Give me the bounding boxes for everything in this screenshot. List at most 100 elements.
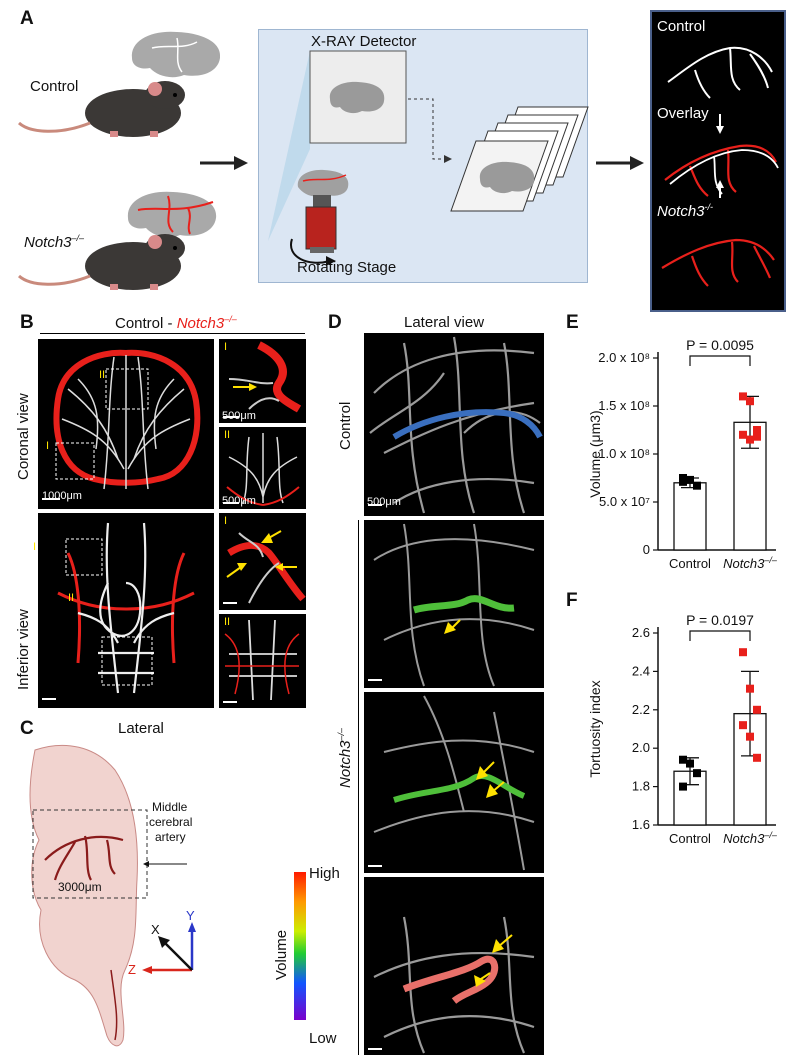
colorbar-high: High	[309, 865, 340, 882]
lateral-title: Lateral	[118, 720, 164, 737]
data-point	[753, 432, 761, 441]
data-point	[693, 769, 701, 778]
control-mouse-illustration	[17, 81, 185, 137]
y-tick-label: 2.0 x 10⁸	[598, 350, 650, 365]
notch3-label: Notch3–/–	[24, 233, 85, 251]
scale-500um: 500μm	[222, 495, 256, 507]
inferior-inset-ii-vessels	[223, 619, 300, 703]
y-tick-label: 5.0 x 10⁷	[599, 494, 650, 509]
data-point	[679, 755, 687, 764]
axis-z-label: Z	[128, 962, 136, 977]
y-tick-label: 2.2	[632, 702, 650, 717]
overlay-control-label: Control	[657, 18, 706, 35]
axis-x-label: X	[151, 922, 160, 937]
scale-3000um: 3000μm	[58, 880, 102, 894]
axis-triad-icon	[142, 922, 196, 974]
panel-c-label: C	[20, 718, 34, 739]
data-point	[686, 759, 694, 768]
control-lateral-vessels	[368, 336, 543, 514]
coronal-inset-i-vessels	[223, 341, 302, 418]
data-point	[739, 392, 747, 401]
significance-bracket	[689, 355, 751, 366]
y-axis-label: Volume (μm3)	[587, 410, 603, 497]
y-tick-label: 1.5 x 10⁸	[598, 398, 650, 413]
y-tick-label: 0	[643, 542, 650, 557]
panel-b-header: Control - Notch3–/–	[115, 314, 237, 332]
inset-ii-marker: II	[224, 429, 231, 441]
inset-ii-marker: II	[68, 592, 75, 604]
control-label: Control	[30, 78, 79, 95]
notch3-lateral-vessels-1	[368, 523, 535, 687]
control-lateral-image	[364, 333, 544, 516]
data-point	[746, 684, 754, 693]
y-axis-label: Tortuosity index	[587, 680, 603, 777]
panel-b-header-rule	[40, 333, 305, 334]
y-tick-label: 1.6	[632, 817, 650, 832]
overlay-label: Overlay	[657, 105, 709, 122]
inferior-inset-ii	[219, 614, 306, 708]
inferior-inset-i	[219, 513, 306, 610]
data-point	[686, 475, 694, 484]
y-tick-label: 1.0 x 10⁸	[598, 446, 650, 461]
x-tick-label: Notch3–/–	[723, 555, 778, 571]
notch3-lateral-image-2	[364, 692, 544, 873]
y-tick-label: 2.6	[632, 625, 650, 640]
y-tick-label: 2.0	[632, 740, 650, 755]
volume-colorbar	[294, 872, 306, 1020]
notch3-group-rule	[358, 520, 359, 1055]
xray-detector-label: X-RAY Detector	[311, 33, 417, 50]
inferior-inset-i-vessels	[223, 530, 306, 604]
x-tick-label: Notch3–/–	[723, 830, 778, 846]
coronal-vessels	[42, 349, 201, 500]
data-point	[693, 481, 701, 490]
data-point	[753, 426, 761, 434]
x-tick-label: Control	[669, 831, 711, 846]
mca-label-line-2: cerebral	[149, 815, 193, 829]
notch3-row-label: Notch3–/–	[336, 727, 354, 788]
data-point	[753, 705, 761, 714]
panel-b-label: B	[20, 312, 34, 333]
data-point	[746, 732, 754, 741]
notch3-lateral-vessels-2	[368, 695, 535, 871]
inset-i-marker: I	[224, 341, 228, 353]
panel-a-label: A	[20, 8, 34, 29]
data-point	[746, 397, 754, 406]
colorbar-low: Low	[309, 1030, 337, 1047]
colorbar-title: Volume	[273, 929, 290, 980]
inset-i-marker: I	[33, 541, 37, 553]
data-point	[739, 430, 747, 439]
bar	[673, 482, 707, 551]
inferior-view-label: Inferior view	[15, 609, 32, 690]
data-point	[739, 721, 747, 730]
notch3-brain-illustration	[127, 191, 217, 238]
arrow-right-icon	[200, 156, 248, 170]
overlay-vessels	[661, 46, 779, 287]
inset-ii-marker: II	[224, 616, 231, 628]
inferior-vessels	[42, 522, 195, 700]
notch3-mouse-illustration	[17, 234, 185, 290]
data-point	[746, 435, 754, 444]
axis-y-label: Y	[186, 908, 195, 923]
inset-i-marker: I	[46, 440, 50, 452]
p-value-annotation: P = 0.0197	[686, 612, 754, 628]
control-brain-illustration	[131, 31, 221, 78]
scale-500um: 500μm	[367, 496, 401, 508]
scale-1000um: 1000μm	[42, 490, 82, 502]
data-point	[679, 782, 687, 791]
data-point	[739, 648, 747, 657]
lateral-view-title: Lateral view	[404, 314, 485, 331]
mca-label-line-3: artery	[155, 830, 186, 844]
arrow-right-icon	[596, 156, 644, 170]
coronal-view-label: Coronal view	[15, 393, 32, 480]
coronal-inset-ii-vessels	[223, 433, 300, 506]
panel-f-label: F	[566, 590, 578, 611]
volume-bar-chart: 0 5.0 x 10⁷ 1.0 x 10⁸ 1.5 x 10⁸ 2.0 x 10⁸ Vol…	[587, 337, 778, 571]
overlay-notch3-label: Notch3-/-	[657, 202, 714, 220]
y-tick-label: 1.8	[632, 779, 650, 794]
mca-label-line-1: Middle	[152, 800, 188, 814]
inset-i-marker: I	[224, 515, 228, 527]
panel-e-label: E	[566, 312, 579, 333]
panel-d-label: D	[328, 312, 342, 333]
notch3-lateral-vessels-3	[368, 916, 535, 1054]
